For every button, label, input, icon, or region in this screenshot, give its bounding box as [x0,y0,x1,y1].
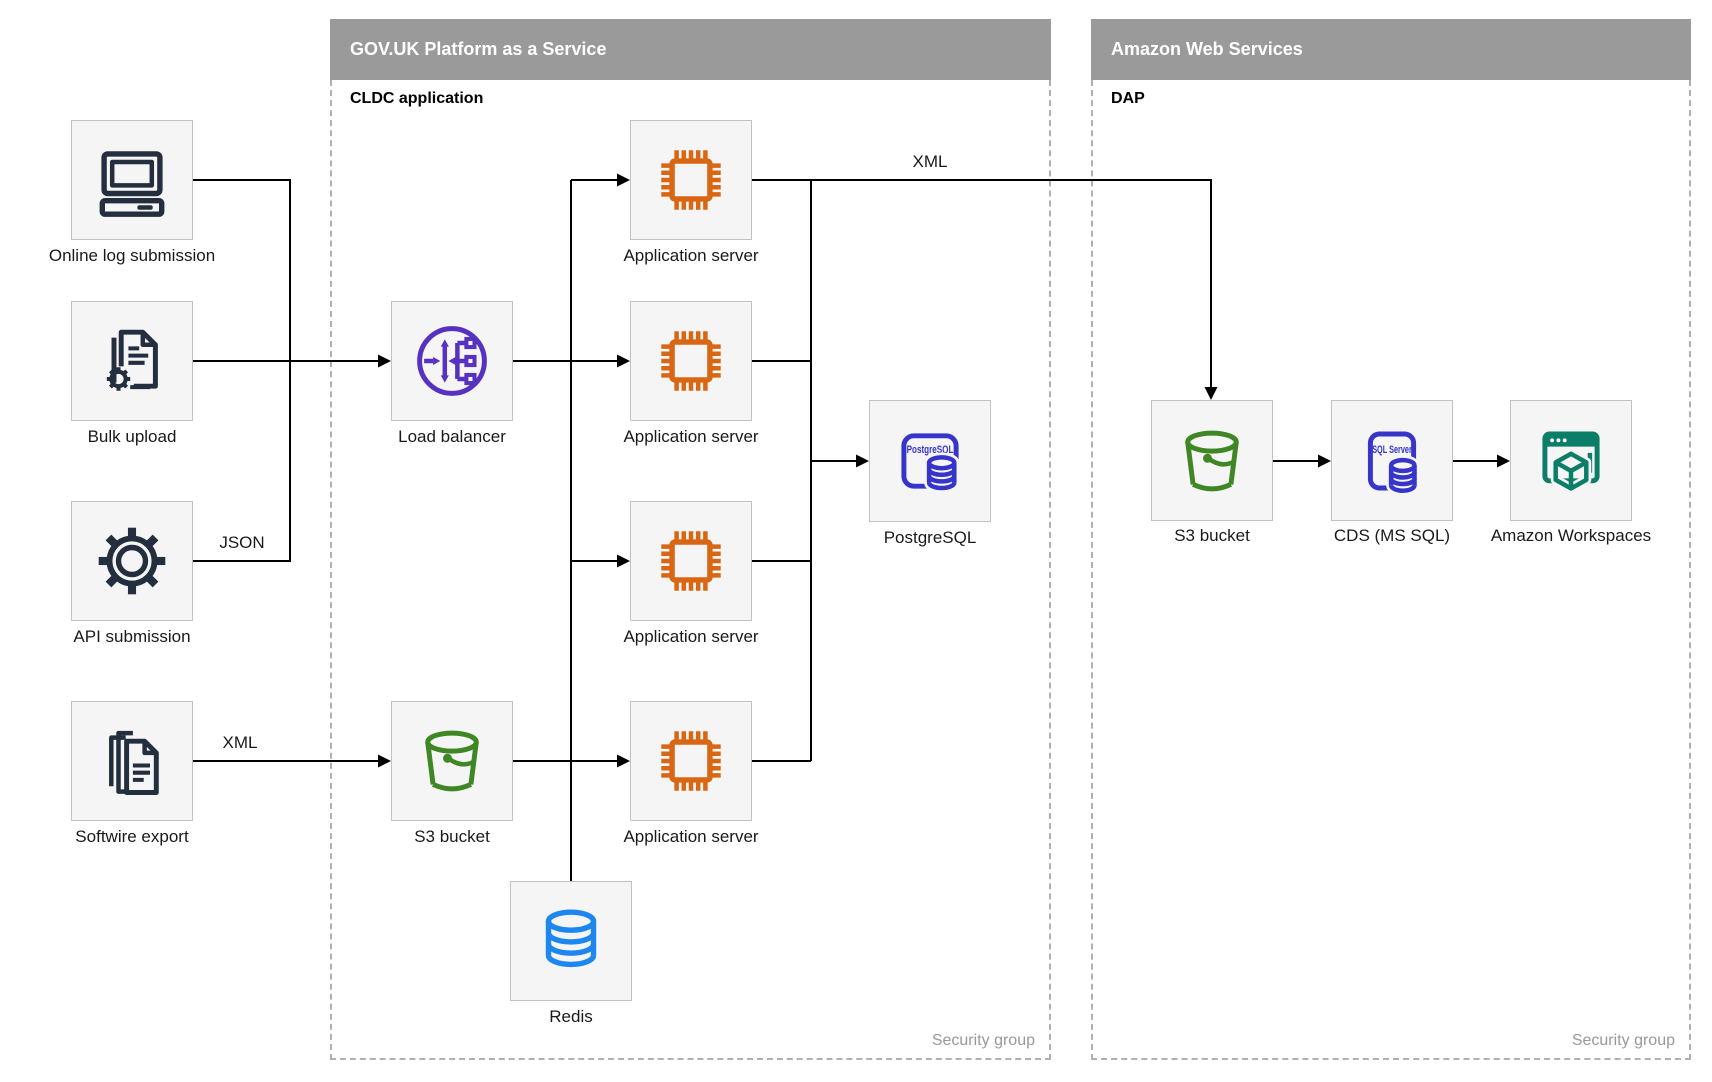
container-govuk-paas: GOV.UK Platform as a Service CLDC applic… [330,19,1051,1060]
node-online-log-submission: Online log submission [49,120,215,265]
container-aws-subtitle: DAP [1111,90,1145,107]
node-app-server-4: Application server [623,701,759,846]
node-label: Load balancer [398,427,506,446]
sql-server-icon: SQL Server [1331,400,1453,521]
gear-icon [71,501,193,621]
node-softwire-export: Softwire export [71,701,193,846]
node-label: Softwire export [75,827,189,846]
database-cylinder-icon [510,881,632,1001]
node-app-server-1: Application server [623,120,759,265]
edge-label-json: JSON [219,533,265,552]
sql-server-badge: SQL Server [1372,443,1412,455]
node-label: Online log submission [48,246,216,265]
node-label: Bulk upload [87,427,177,446]
node-app-server-2: Application server [623,301,759,446]
node-s3-bucket-paas: S3 bucket [391,701,513,846]
node-label: Redis [549,1007,593,1026]
node-load-balancer: Load balancer [391,301,513,446]
container-govuk-paas-subtitle: CLDC application [350,90,484,107]
node-label: Application server [623,827,759,846]
desktop-computer-icon [71,120,193,240]
container-govuk-paas-footer: Security group [931,1032,1035,1049]
node-label: PostgreSQL [883,528,977,547]
node-label: Amazon Workspaces [1490,526,1652,545]
node-label: Application server [623,627,759,646]
workspaces-icon [1510,400,1632,521]
node-postgresql: PostgreSQL PostgreSQL [869,400,991,547]
node-label: API submission [73,627,191,646]
container-govuk-paas-title: GOV.UK Platform as a Service [330,19,1051,80]
edge-label-xml-export: XML [222,733,258,752]
node-amazon-workspaces: Amazon Workspaces [1491,400,1651,545]
documents-stack-icon [71,701,193,821]
load-balancer-icon [391,301,513,421]
node-api-submission: API submission [71,501,193,646]
node-redis: Redis [510,881,632,1026]
node-label: Application server [623,427,759,446]
node-label: S3 bucket [1174,526,1250,545]
node-app-server-3: Application server [623,501,759,646]
node-s3-bucket-aws: S3 bucket [1151,400,1273,545]
container-govuk-paas-security-group: CLDC application Security group [330,80,1051,1060]
node-cds-ms-sql: SQL Server CDS (MS SQL) [1331,400,1453,545]
container-aws-security-group: DAP Security group [1091,80,1691,1060]
cpu-chip-icon [630,301,752,421]
cpu-chip-icon [630,120,752,240]
s3-bucket-icon [1151,400,1273,521]
s3-bucket-icon [391,701,513,821]
document-gear-icon [71,301,193,421]
node-bulk-upload: Bulk upload [71,301,193,446]
container-aws-title: Amazon Web Services [1091,19,1691,80]
node-label: S3 bucket [414,827,490,846]
postgresql-icon: PostgreSQL [869,400,991,522]
container-aws-footer: Security group [1571,1032,1675,1049]
node-label: CDS (MS SQL) [1333,526,1451,545]
cpu-chip-icon [630,701,752,821]
edge-label-xml-feed: XML [912,152,948,171]
container-aws: Amazon Web Services DAP Security group [1091,19,1691,1060]
cpu-chip-icon [630,501,752,621]
node-label: Application server [623,246,759,265]
